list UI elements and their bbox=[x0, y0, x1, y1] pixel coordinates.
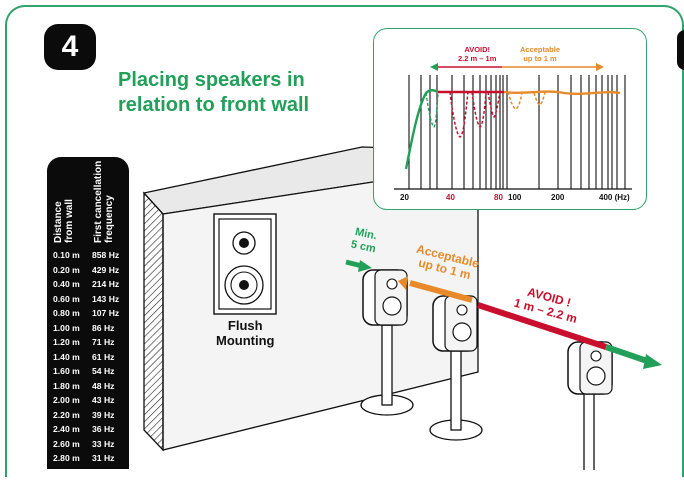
frequency-cell: 29 Hz bbox=[92, 468, 114, 478]
table-row: 2.20 m 39 Hz bbox=[47, 408, 129, 423]
tick-label-20: 20 bbox=[400, 193, 409, 202]
header-distance: Distance from wall bbox=[53, 199, 75, 243]
inset-avoid-label: AVOID! 2.2 m – 1m bbox=[458, 45, 496, 63]
frequency-cell: 33 Hz bbox=[92, 439, 114, 449]
frequency-cell: 71 Hz bbox=[92, 337, 114, 347]
frequency-response-graph bbox=[374, 29, 646, 209]
table-row: 0.60 m 143 Hz bbox=[47, 292, 129, 307]
distance-cell: 2.40 m bbox=[53, 424, 80, 434]
inset-acceptable-line-2: up to 1 m bbox=[520, 54, 560, 63]
frequency-cell: 143 Hz bbox=[92, 294, 119, 304]
flush-mounted-speaker bbox=[214, 214, 276, 314]
distance-cell: 1.80 m bbox=[53, 381, 80, 391]
response-curve-low bbox=[406, 90, 438, 169]
inset-avoid-line-1: AVOID! bbox=[458, 45, 496, 54]
distance-cell: 0.10 m bbox=[53, 250, 80, 260]
frequency-cell: 31 Hz bbox=[92, 453, 114, 463]
table-rows: 0.10 m 858 Hz 0.20 m 429 Hz 0.40 m 214 Hz 0.60… bbox=[47, 248, 129, 480]
table-row: 1.60 m 54 Hz bbox=[47, 364, 129, 379]
distance-cell: 2.20 m bbox=[53, 410, 80, 420]
tick-label-40: 40 bbox=[446, 193, 455, 202]
stand-3 bbox=[584, 392, 594, 470]
frequency-cell: 61 Hz bbox=[92, 352, 114, 362]
header-frequency: First cancellation frequency bbox=[93, 161, 115, 243]
table-row: 0.80 m 107 Hz bbox=[47, 306, 129, 321]
table-row: 2.40 m 36 Hz bbox=[47, 422, 129, 437]
wall-side bbox=[144, 193, 163, 450]
distance-cell: 1.20 m bbox=[53, 337, 80, 347]
frequency-cell: 86 Hz bbox=[92, 323, 114, 333]
flush-label-line-2: Mounting bbox=[216, 333, 274, 348]
table-row: 1.20 m 71 Hz bbox=[47, 335, 129, 350]
distance-cell: 0.80 m bbox=[53, 308, 80, 318]
table-row: 1.40 m 61 Hz bbox=[47, 350, 129, 365]
frequency-cell: 54 Hz bbox=[92, 366, 114, 376]
tick-label-400: 400 (Hz) bbox=[599, 193, 630, 202]
distance-cell: 0.60 m bbox=[53, 294, 80, 304]
avoid-notches bbox=[450, 92, 500, 137]
speaker-acceptable bbox=[433, 296, 477, 351]
avoid-zone-arrow bbox=[430, 63, 502, 71]
speaker-near-wall bbox=[363, 270, 407, 325]
table-row: 1.80 m 48 Hz bbox=[47, 379, 129, 394]
inset-acceptable-label: Acceptable up to 1 m bbox=[520, 45, 560, 63]
distance-cell: 1.00 m bbox=[53, 323, 80, 333]
inset-acceptable-line-1: Acceptable bbox=[520, 45, 560, 54]
distance-cell: 2.80 m bbox=[53, 453, 80, 463]
flush-label-line-1: Flush bbox=[216, 318, 274, 333]
table-row: 1.00 m 86 Hz bbox=[47, 321, 129, 336]
distance-cell: 0.40 m bbox=[53, 279, 80, 289]
distance-cell: 3.00 m bbox=[53, 468, 80, 478]
distance-cell: 2.00 m bbox=[53, 395, 80, 405]
frequency-cell: 36 Hz bbox=[92, 424, 114, 434]
green-notch bbox=[426, 93, 438, 127]
min-distance-label: Min. 5 cm bbox=[350, 226, 380, 257]
distance-cell: 1.40 m bbox=[53, 352, 80, 362]
table-row: 2.80 m 31 Hz bbox=[47, 451, 129, 466]
table-row: 2.60 m 33 Hz bbox=[47, 437, 129, 452]
tick-label-100: 100 bbox=[508, 193, 521, 202]
frequency-cell: 48 Hz bbox=[92, 381, 114, 391]
flush-mounting-label: Flush Mounting bbox=[216, 318, 274, 348]
frequency-cell: 107 Hz bbox=[92, 308, 119, 318]
table-row: 0.40 m 214 Hz bbox=[47, 277, 129, 292]
frequency-response-inset: AVOID! 2.2 m – 1m Acceptable up to 1 m 2… bbox=[373, 28, 647, 210]
frequency-cell: 858 Hz bbox=[92, 250, 119, 260]
frequency-cell: 39 Hz bbox=[92, 410, 114, 420]
frequency-cell: 43 Hz bbox=[92, 395, 114, 405]
cancellation-table: Distance from wall First cancellation fr… bbox=[47, 157, 129, 469]
frequency-cell: 429 Hz bbox=[92, 265, 119, 275]
distance-cell: 2.60 m bbox=[53, 439, 80, 449]
inset-avoid-line-2: 2.2 m – 1m bbox=[458, 54, 496, 63]
tick-label-80: 80 bbox=[494, 193, 503, 202]
table-row: 0.20 m 429 Hz bbox=[47, 263, 129, 278]
tick-label-200: 200 bbox=[551, 193, 564, 202]
acceptable-zone-arrow bbox=[502, 63, 604, 71]
frequency-cell: 214 Hz bbox=[92, 279, 119, 289]
distance-cell: 0.20 m bbox=[53, 265, 80, 275]
distance-cell: 1.60 m bbox=[53, 366, 80, 376]
table-row: 3.00 m 29 Hz bbox=[47, 466, 129, 480]
table-row: 0.10 m 858 Hz bbox=[47, 248, 129, 263]
far-arrow bbox=[606, 347, 662, 369]
table-row: 2.00 m 43 Hz bbox=[47, 393, 129, 408]
